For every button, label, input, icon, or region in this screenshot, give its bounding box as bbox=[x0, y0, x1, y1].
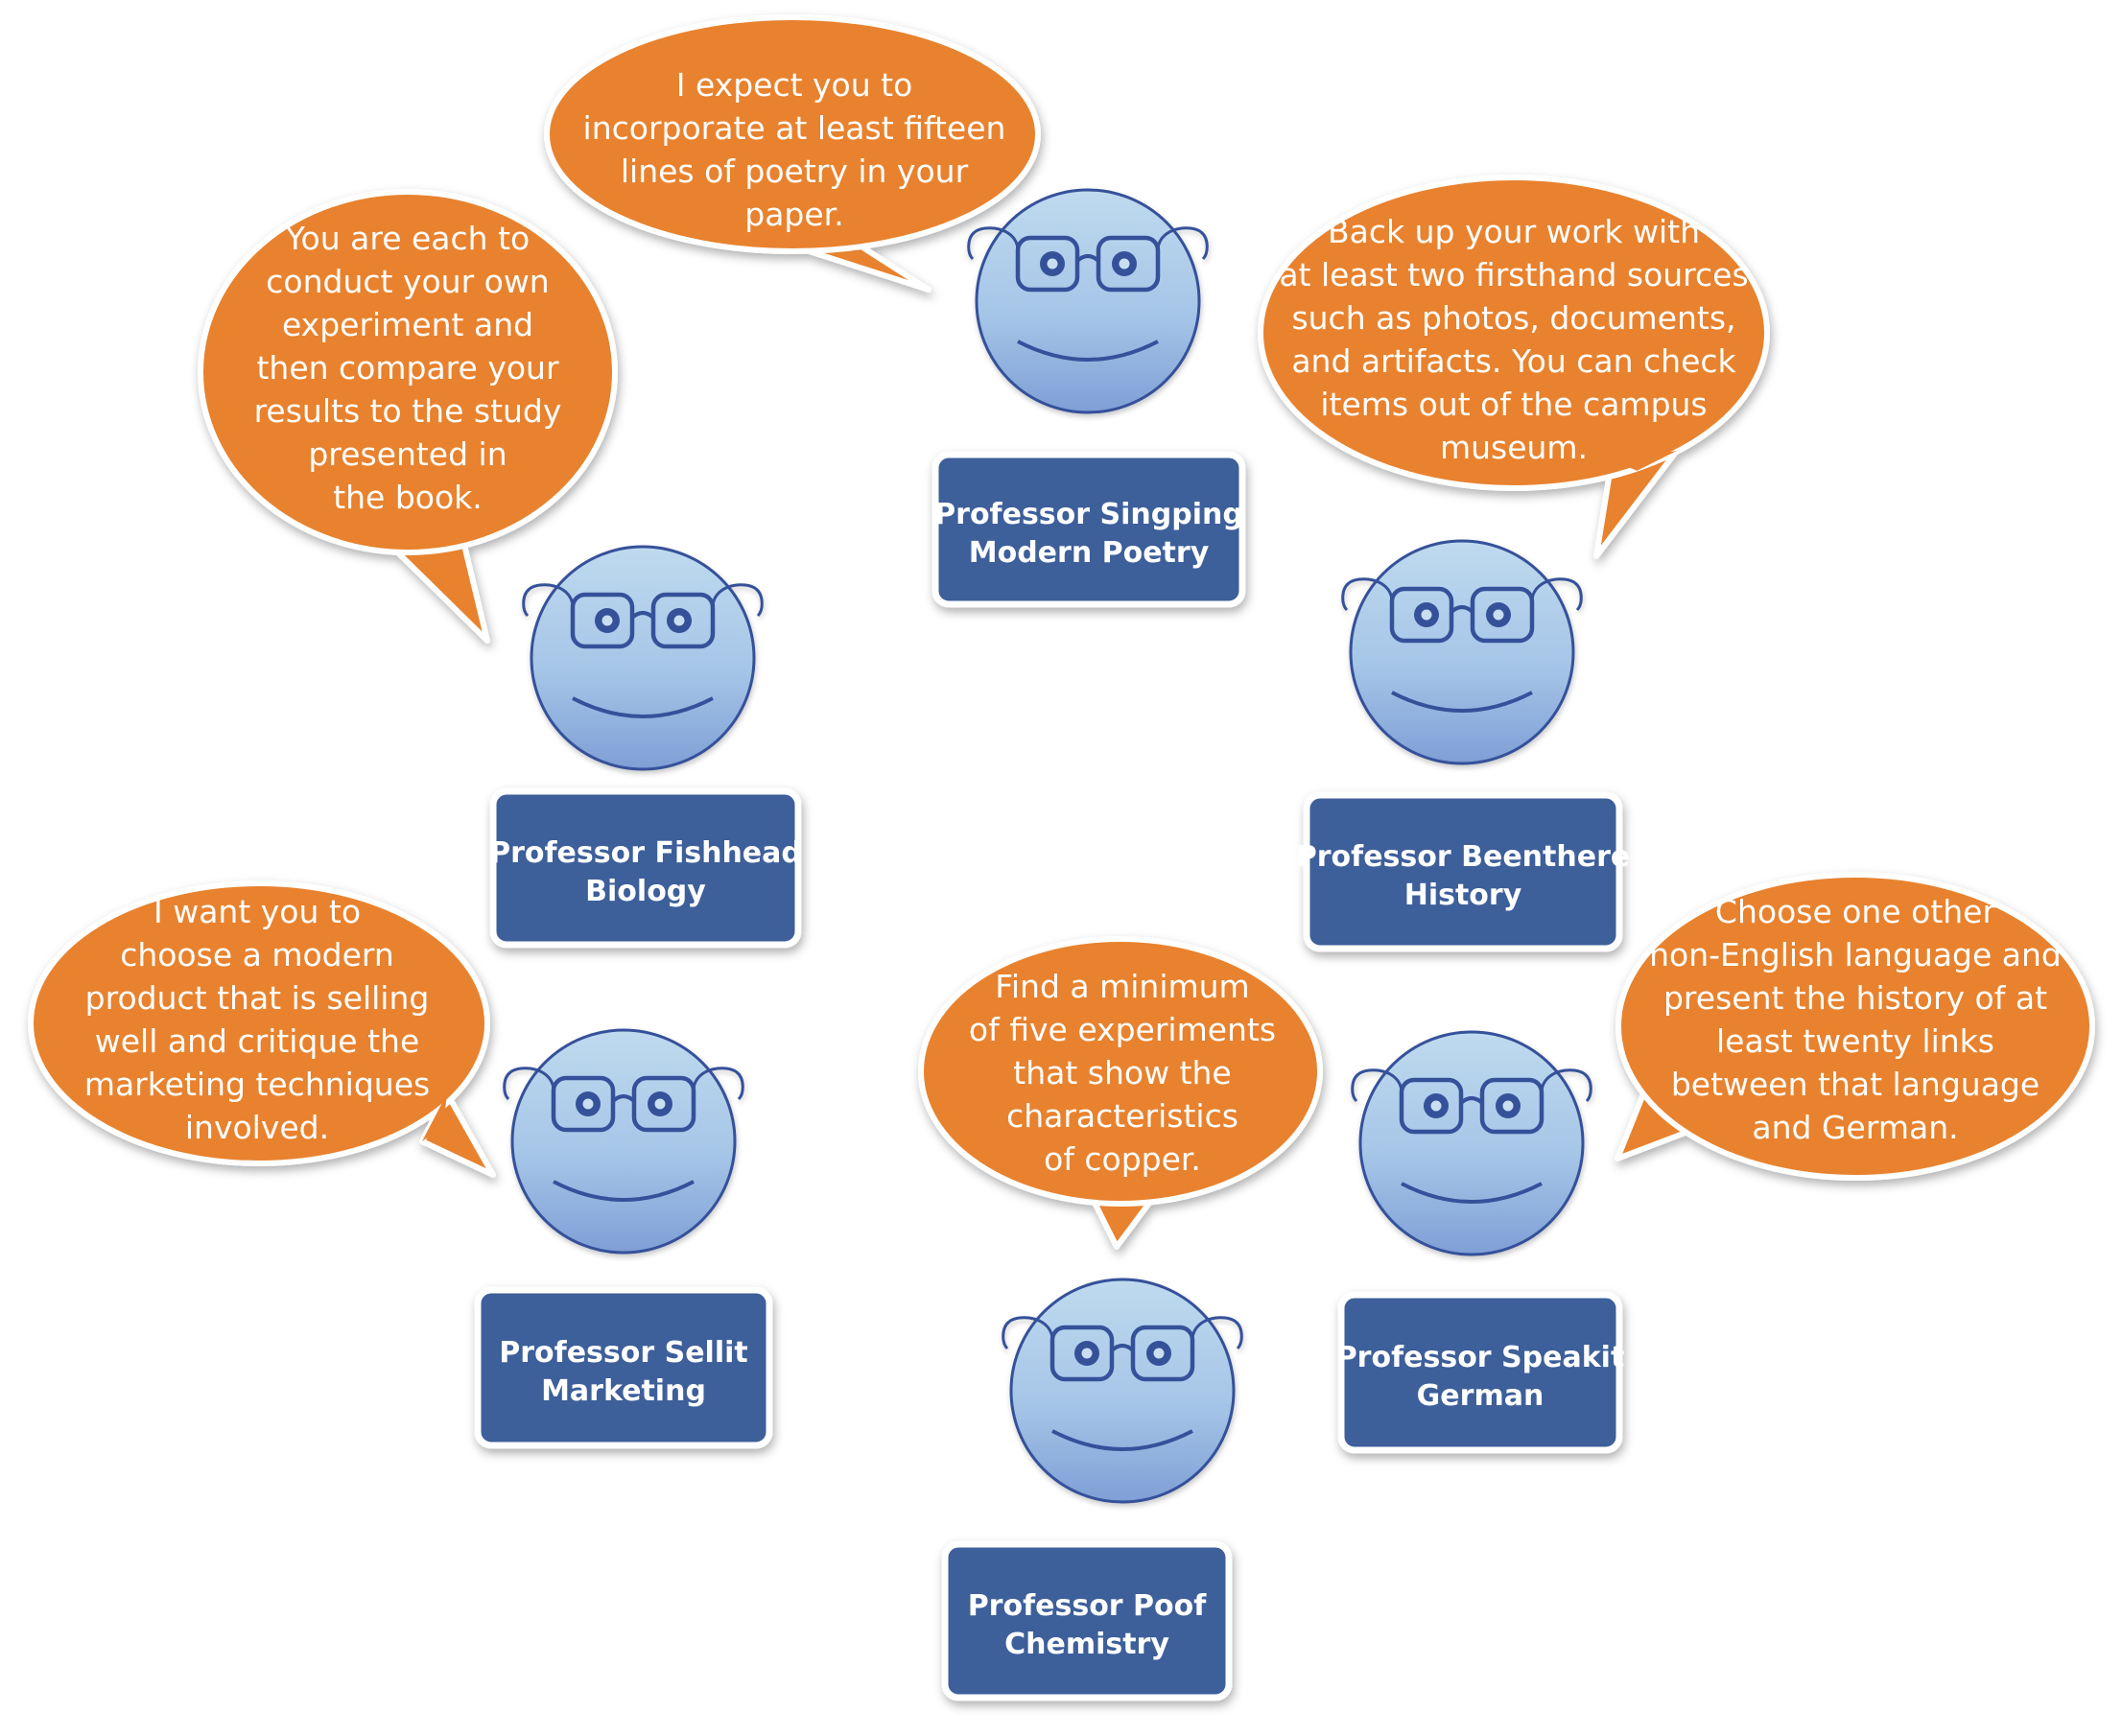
speech-line: experiment and bbox=[282, 306, 533, 343]
speech-line: I want you to bbox=[153, 893, 361, 930]
professor-subject: Modern Poetry bbox=[969, 536, 1210, 570]
speech-bubble-sellit bbox=[28, 880, 496, 1178]
speech-line: non-English language and bbox=[1649, 936, 2062, 974]
speech-bubble-body bbox=[544, 14, 1041, 254]
speech-text-speakit: Choose one other non-English language and… bbox=[1649, 893, 2062, 1146]
professor-name: Professor Beenthere bbox=[1296, 840, 1630, 874]
speech-line: Find a minimum bbox=[995, 968, 1249, 1005]
professor-subject: Chemistry bbox=[1004, 1628, 1169, 1661]
speech-line: characteristics bbox=[1006, 1097, 1238, 1135]
speech-line: of five experiments bbox=[969, 1011, 1276, 1048]
speech-line: product that is selling bbox=[85, 979, 430, 1017]
smiley-face-icon bbox=[505, 1030, 743, 1253]
speech-text-poof: Find a minimum of five experiments that sh… bbox=[969, 968, 1276, 1178]
speech-line: presented in bbox=[308, 435, 507, 473]
name-label-box bbox=[931, 451, 1246, 608]
speech-bubble-speakit bbox=[1615, 872, 2095, 1181]
speech-line: and German. bbox=[1752, 1109, 1958, 1146]
speech-line: museum. bbox=[1440, 429, 1588, 466]
speech-text-beenthere: Back up your work with at least two first… bbox=[1279, 213, 1748, 466]
speech-bubble-body bbox=[918, 936, 1323, 1207]
speech-line: between that language bbox=[1671, 1066, 2039, 1103]
speech-bubble-body bbox=[198, 189, 618, 555]
speech-line: well and critique the bbox=[95, 1022, 420, 1060]
speech-line: conduct your own bbox=[266, 263, 549, 300]
speech-bubble-singping bbox=[544, 14, 1041, 293]
name-label-box bbox=[474, 1286, 773, 1449]
speech-line: choose a modern bbox=[120, 936, 394, 974]
professor-subject: History bbox=[1404, 879, 1522, 912]
speech-text-singping: I expect you to incorporate at least fift… bbox=[583, 66, 1006, 233]
speech-bubble-body bbox=[1615, 872, 2095, 1181]
speech-bubble-body bbox=[1258, 175, 1770, 491]
speech-line: incorporate at least fifteen bbox=[583, 109, 1006, 147]
speech-line: that show the bbox=[1013, 1054, 1231, 1091]
speech-line: the book. bbox=[333, 479, 483, 516]
name-label-box bbox=[1337, 1291, 1623, 1454]
speech-line: present the history of at bbox=[1663, 979, 2047, 1017]
speech-line: items out of the campus bbox=[1320, 386, 1707, 423]
name-label-box bbox=[941, 1540, 1233, 1701]
speech-line: such as photos, documents, bbox=[1291, 299, 1735, 337]
smiley-face-icon bbox=[1353, 1032, 1592, 1255]
speech-text-fishhead: You are each to conduct your own experimen… bbox=[254, 220, 562, 516]
speech-bubble-fishhead bbox=[198, 189, 618, 644]
professor-name: Professor Speakit bbox=[1336, 1341, 1625, 1374]
smiley-face-icon bbox=[969, 190, 1208, 412]
speech-line: at least two firsthand sources bbox=[1279, 256, 1748, 293]
professor-subject: Biology bbox=[585, 875, 706, 908]
name-label-box bbox=[489, 787, 802, 949]
speech-line: marketing techniques bbox=[84, 1066, 430, 1103]
speech-line: and artifacts. You can check bbox=[1291, 342, 1736, 380]
speech-bubble-beenthere bbox=[1258, 175, 1770, 559]
speech-bubble-poof bbox=[918, 936, 1323, 1250]
smiley-face-icon bbox=[1343, 541, 1582, 763]
speech-line: I expect you to bbox=[676, 66, 913, 104]
speech-line: Back up your work with bbox=[1328, 213, 1700, 250]
speech-line: involved. bbox=[185, 1109, 329, 1146]
professor-name: Professor Sellit bbox=[499, 1336, 748, 1370]
professor-name: Professor Singping bbox=[934, 498, 1243, 531]
speech-bubble-body bbox=[28, 880, 490, 1166]
professor-name: Professor Fishhead bbox=[489, 836, 802, 870]
speech-line: then compare your bbox=[256, 349, 558, 387]
professor-name: Professor Poof bbox=[968, 1589, 1208, 1623]
speech-line: least twenty links bbox=[1716, 1022, 1994, 1060]
speech-line: Choose one other bbox=[1715, 893, 1996, 930]
speech-line: of copper. bbox=[1044, 1140, 1201, 1178]
smiley-face-icon bbox=[1003, 1279, 1242, 1502]
speech-line: results to the study bbox=[254, 392, 562, 430]
speech-line: You are each to bbox=[285, 220, 530, 257]
smiley-face-icon bbox=[524, 547, 763, 769]
professor-subject: Marketing bbox=[541, 1374, 706, 1408]
speech-line: lines of poetry in your bbox=[621, 152, 969, 190]
professor-subject: German bbox=[1417, 1379, 1544, 1413]
name-label-box bbox=[1303, 791, 1623, 952]
speech-text-sellit: I want you to choose a modern product that… bbox=[84, 893, 430, 1146]
speech-line: paper. bbox=[744, 196, 843, 233]
